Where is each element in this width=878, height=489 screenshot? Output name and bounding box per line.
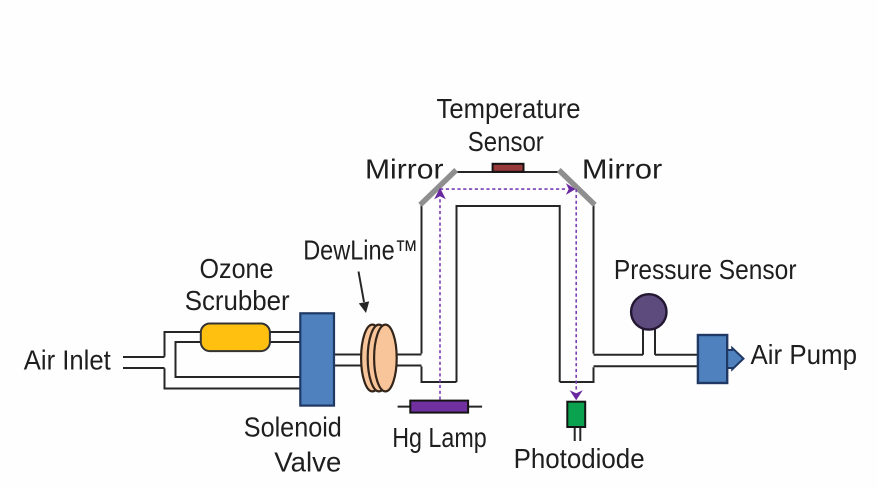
svg-text:Valve: Valve — [274, 446, 341, 477]
svg-text:Mirror: Mirror — [582, 154, 662, 185]
svg-text:Air Inlet: Air Inlet — [24, 344, 111, 375]
svg-text:Hg Lamp: Hg Lamp — [392, 422, 487, 453]
svg-text:Mirror: Mirror — [365, 154, 444, 185]
svg-text:Solenoid: Solenoid — [244, 412, 342, 443]
svg-text:Pressure Sensor: Pressure Sensor — [614, 254, 797, 285]
svg-text:Sensor: Sensor — [468, 126, 544, 157]
svg-text:Ozone: Ozone — [200, 253, 274, 284]
svg-text:Air Pump: Air Pump — [751, 339, 858, 370]
svg-text:Temperature: Temperature — [437, 93, 581, 124]
svg-text:Photodiode: Photodiode — [514, 443, 645, 474]
svg-text:DewLine™: DewLine™ — [303, 235, 418, 266]
svg-text:Scrubber: Scrubber — [185, 285, 290, 316]
